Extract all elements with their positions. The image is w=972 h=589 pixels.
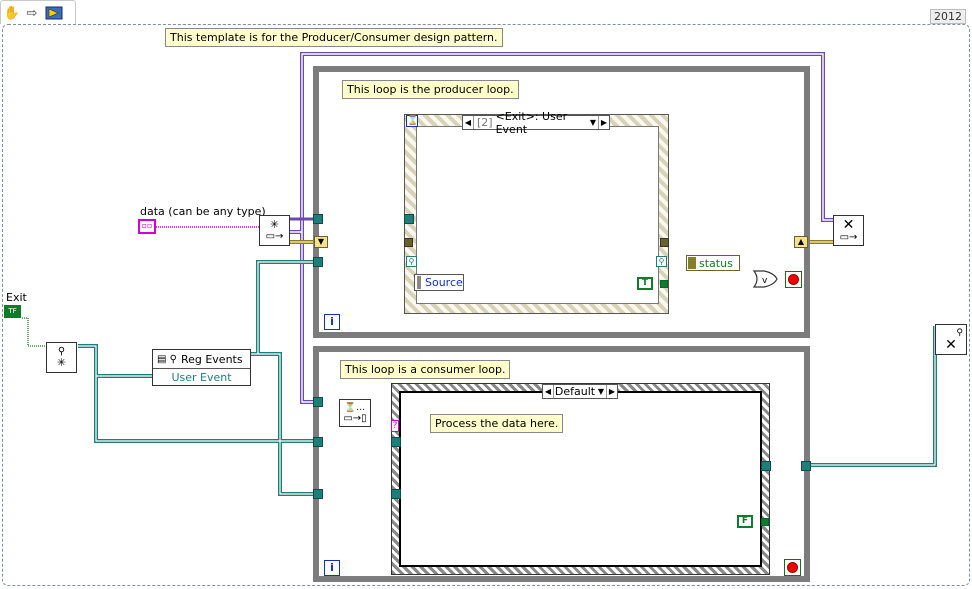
or-gate-icon[interactable]: v xyxy=(752,270,778,288)
case-selector-terminal: ? xyxy=(391,420,399,432)
obtain-star-icon: ✳ xyxy=(269,218,280,231)
create-star-icon: ✳ xyxy=(56,356,67,369)
case-out-tunnel xyxy=(761,461,771,471)
release-x-icon: ✕ xyxy=(842,217,855,233)
dropdown-icon[interactable]: ▼ xyxy=(589,118,597,127)
process-note: Process the data here. xyxy=(430,414,564,433)
release-queue-icon: ▭→ xyxy=(839,232,858,243)
producer-loop-index: i xyxy=(324,314,340,330)
consumer-refnum-tunnel-2 xyxy=(313,489,323,499)
release-queue-node[interactable]: ✕ ▭→ xyxy=(833,215,864,246)
hand-icon[interactable]: ✋ xyxy=(3,5,21,21)
dynamic-event-terminal-icon: ⚲ xyxy=(406,256,417,267)
destroy-user-event-node[interactable]: ⚲ ✕ xyxy=(935,324,967,355)
consumer-loop-index: i xyxy=(324,560,340,576)
dynamic-event-terminal-out-icon: ⚲ xyxy=(656,256,667,267)
svg-text:v: v xyxy=(762,276,768,286)
right-arrow-icon[interactable]: ▶ xyxy=(598,116,609,129)
true-constant[interactable]: T xyxy=(637,277,653,290)
bool-tunnel xyxy=(660,280,668,288)
register-events-node[interactable]: ▤ ⚲ Reg Events User Event xyxy=(152,349,251,386)
destroy-x-icon: ✕ xyxy=(945,336,957,353)
arrow-icon[interactable]: ⇨ xyxy=(26,5,38,21)
case-selector[interactable]: ◀ Default ▼ ▶ xyxy=(542,384,618,399)
exit-control[interactable]: TF xyxy=(4,305,21,318)
event-queue-tunnel xyxy=(404,214,414,224)
version-badge: 2012 xyxy=(930,9,966,24)
left-arrow-icon[interactable]: ◀ xyxy=(463,116,474,129)
create-user-event-node[interactable]: ⚲ ✳ xyxy=(46,342,77,373)
refnum-tunnel xyxy=(313,257,323,267)
event-case-label: <Exit>: User Event xyxy=(495,109,568,136)
queue-icon: ▭→ xyxy=(265,231,284,242)
dequeue-hourglass-icon: ⏳… xyxy=(344,402,366,413)
hourglass-icon[interactable]: ⌛ xyxy=(406,115,419,127)
obtain-queue-node[interactable]: ✳ ▭→ xyxy=(259,215,290,246)
variant-constant-icon[interactable]: ▫▫ xyxy=(138,219,156,234)
case-left-arrow-icon[interactable]: ◀ xyxy=(543,385,554,398)
block-diagram-frame xyxy=(2,24,970,586)
event-case-index: [2] xyxy=(477,116,493,129)
queue-tunnel xyxy=(313,214,323,224)
reg-events-title: Reg Events xyxy=(180,352,243,366)
event-error-tunnel xyxy=(404,238,413,247)
consumer-out-tunnel xyxy=(801,461,811,471)
source-label: Source xyxy=(425,276,463,289)
user-event-icon: ⚲ xyxy=(57,346,66,357)
case-refnum-tunnel xyxy=(391,437,401,447)
consumer-refnum-tunnel xyxy=(313,437,323,447)
toolbar: ✋ ⇨ xyxy=(0,0,76,24)
shift-register-left-icon: ▼ xyxy=(314,236,328,248)
event-data-node[interactable]: Source xyxy=(414,274,464,291)
producer-stop-terminal[interactable] xyxy=(785,271,802,288)
consumer-queue-tunnel xyxy=(313,397,323,407)
case-dropdown-icon[interactable]: ▼ xyxy=(597,387,605,396)
exit-label: Exit xyxy=(6,291,27,304)
template-note: This template is for the Producer/Consum… xyxy=(165,28,503,47)
consumer-note: This loop is a consumer loop. xyxy=(340,360,511,379)
consumer-stop-terminal[interactable] xyxy=(784,559,801,576)
dequeue-arrow-icon: ▭→▯ xyxy=(343,412,367,424)
event-error-out-tunnel xyxy=(660,238,669,247)
data-control-label: data (can be any type) xyxy=(140,205,266,218)
case-right-arrow-icon[interactable]: ▶ xyxy=(606,385,617,398)
run-icon[interactable] xyxy=(45,4,63,22)
case-label: Default xyxy=(554,385,596,398)
case-refnum-tunnel-2 xyxy=(391,489,401,499)
reg-events-icon: ▤ ⚲ xyxy=(157,353,177,365)
producer-note: This loop is the producer loop. xyxy=(342,80,519,99)
event-case-selector[interactable]: ◀ [2] <Exit>: User Event ▼ ▶ xyxy=(462,110,610,136)
status-label: status xyxy=(699,256,733,270)
dequeue-element-node[interactable]: ⏳… ▭→▯ xyxy=(339,399,371,427)
case-bool-tunnel xyxy=(761,518,769,526)
reg-events-item: User Event xyxy=(171,371,232,384)
shift-register-right-icon: ▲ xyxy=(794,236,808,248)
destroy-event-icon: ⚲ xyxy=(956,327,963,338)
false-constant[interactable]: F xyxy=(737,515,753,528)
unbundle-by-name[interactable]: status xyxy=(686,255,740,271)
